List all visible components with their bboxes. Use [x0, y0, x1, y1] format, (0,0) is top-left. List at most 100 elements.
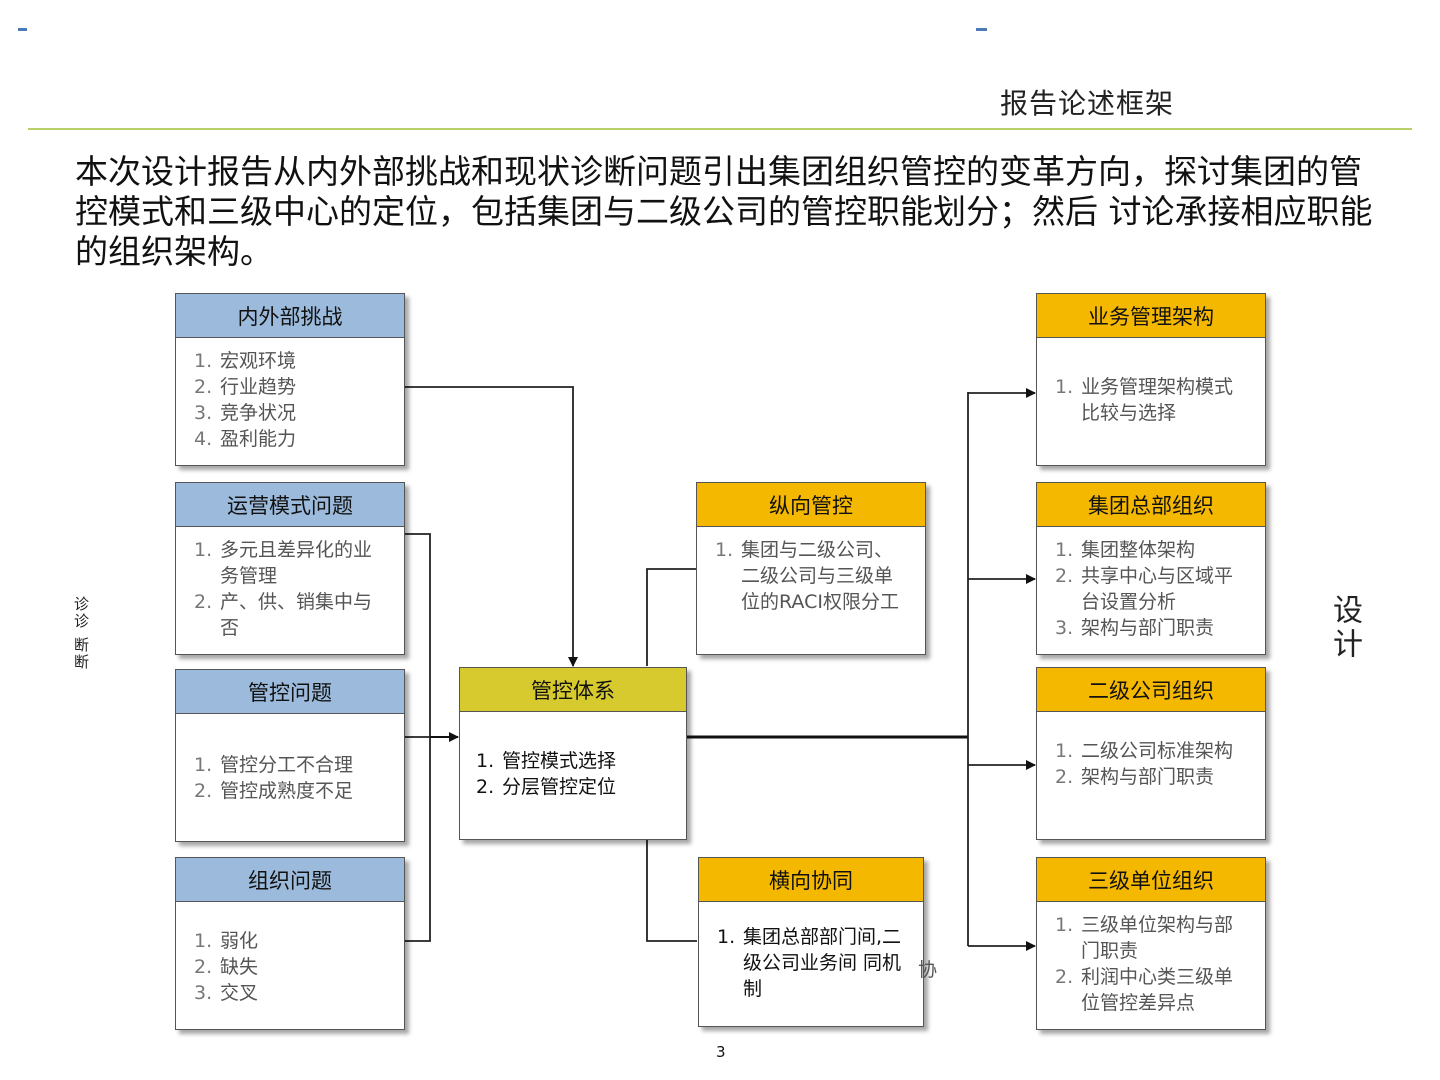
side-label-design: 设计: [1327, 594, 1362, 662]
item-list: 1. 管控模式选择 2. 分层管控定位: [476, 748, 670, 800]
box-org-issues-body: 1. 弱化 2. 缺失 3. 交叉: [176, 902, 404, 1006]
list-item-text: 缺失: [220, 956, 259, 978]
list-item: 4.盈利能力: [194, 426, 388, 452]
list-item: 1. 管控模式选择: [476, 748, 670, 774]
box-biz-arch-title: 业务管理架构: [1037, 294, 1265, 338]
box-hq-org-title: 集团总部组织: [1037, 483, 1265, 527]
page-number: 3: [716, 1043, 726, 1061]
list-item-text: 集团整体架构: [1081, 539, 1196, 561]
list-item-number: 1.: [1055, 376, 1074, 398]
list-item: 1. 弱化: [194, 928, 388, 954]
list-item-number: 1.: [476, 750, 495, 772]
list-item-number: 2.: [194, 376, 213, 398]
box-control-issues-body: 1. 管控分工不合理 2. 管控成熟度不足: [176, 714, 404, 804]
list-item-text: 管控分工不合理: [220, 754, 354, 776]
box-control-system-body: 1. 管控模式选择 2. 分层管控定位: [460, 712, 686, 800]
list-item: 1. 集团与二级公司、二级公司与三级单位的RACI权限分工: [715, 537, 909, 615]
list-item-number: 1.: [194, 930, 213, 952]
list-item-number: 4.: [194, 428, 213, 450]
item-list: 1. 集团与二级公司、二级公司与三级单位的RACI权限分工: [715, 537, 909, 615]
box-control-system-title: 管控体系: [460, 668, 686, 712]
list-item-text: 共享中心与区域平台设置分析: [1081, 565, 1234, 613]
list-item: 1.宏观环境: [194, 348, 388, 374]
connector-challenges-to-control: [404, 386, 578, 667]
list-item-text: 架构与部门职责: [1081, 766, 1215, 788]
list-item: 3.竞争状况: [194, 400, 388, 426]
list-item: 3. 交叉: [194, 980, 388, 1006]
box-horizontal-body: 1.集团总部部门间,二级公司业务间 同机制: [699, 902, 923, 1002]
list-item: 2.产、供、销集中与否: [194, 589, 388, 641]
box-vertical-body: 1. 集团与二级公司、二级公司与三级单位的RACI权限分工: [697, 527, 925, 615]
list-item: 1. 多元且差异化的业务管理: [194, 537, 388, 589]
box-sub-org: 二级公司组织 1. 二级公司标准架构 2. 架构与部门职责: [1036, 667, 1266, 840]
list-item-text: 管控模式选择: [502, 750, 617, 772]
list-item-text: 二级公司标准架构: [1081, 740, 1234, 762]
list-item-text: 架构与部门职责: [1081, 617, 1215, 639]
list-item-text: 多元且差异化的业务管理: [220, 539, 373, 587]
connector-control-to-vertical: [646, 568, 697, 666]
box-org-issues-title: 组织问题: [176, 858, 404, 902]
box-challenges-title: 内外部挑战: [176, 294, 404, 338]
title-divider: [28, 128, 1412, 130]
list-item-text: 交叉: [220, 982, 259, 1004]
item-list: 1. 二级公司标准架构 2. 架构与部门职责: [1055, 738, 1249, 790]
list-item-number: 1.: [194, 754, 213, 776]
list-item-number: 2.: [194, 956, 213, 978]
list-item: 1. 三级单位架构与部门职责: [1055, 912, 1249, 964]
box-biz-arch: 业务管理架构 1.业务管理架构模式比较与选择: [1036, 293, 1266, 466]
list-item-text: 宏观环境: [220, 350, 297, 372]
item-list: 1.业务管理架构模式比较与选择: [1055, 374, 1249, 426]
list-item: 2. 架构与部门职责: [1055, 764, 1249, 790]
list-item-text: 分层管控定位: [502, 776, 617, 798]
list-item-number: 1.: [1055, 914, 1074, 936]
list-item-text: 竞争状况: [220, 402, 297, 424]
list-item: 1.业务管理架构模式比较与选择: [1055, 374, 1249, 426]
list-item-number: 1.: [194, 539, 213, 561]
box-sub-org-body: 1. 二级公司标准架构 2. 架构与部门职责: [1037, 712, 1265, 790]
list-item-number: 1.: [715, 539, 734, 561]
list-item: 1.集团总部部门间,二级公司业务间 同机制: [717, 924, 907, 1002]
list-item-number: 2.: [194, 591, 213, 613]
connector-control-to-horizontal: [646, 840, 697, 942]
list-item: 3. 架构与部门职责: [1055, 615, 1249, 641]
list-item-text: 弱化: [220, 930, 259, 952]
page-title: 报告论述框架: [1000, 87, 1175, 120]
box-vertical-title: 纵向管控: [697, 483, 925, 527]
list-item: 2. 管控成熟度不足: [194, 778, 388, 804]
list-item-number: 3.: [194, 982, 213, 1004]
list-item-text: 三级单位架构与部门职责: [1081, 914, 1234, 962]
list-item-number: 2.: [1055, 766, 1074, 788]
list-item-number: 2.: [476, 776, 495, 798]
intro-paragraph: 本次设计报告从内外部挑战和现状诊断问题引出集团组织管控的变革方向，探讨集团的管控…: [75, 152, 1373, 271]
list-item-text: 行业趋势: [220, 376, 297, 398]
list-item: 2. 行业趋势: [194, 374, 388, 400]
list-item: 2. 分层管控定位: [476, 774, 670, 800]
box-vertical: 纵向管控 1. 集团与二级公司、二级公司与三级单位的RACI权限分工: [696, 482, 926, 655]
list-item-text: 集团总部部门间,二级公司业务间 同机制: [743, 926, 902, 1000]
box-control-issues-title: 管控问题: [176, 670, 404, 714]
list-item-number: 2.: [1055, 966, 1074, 988]
list-item-number: 1.: [1055, 740, 1074, 762]
box-control-system: 管控体系 1. 管控模式选择 2. 分层管控定位: [459, 667, 687, 840]
list-item-number: 2.: [1055, 565, 1074, 587]
list-item: 1.集团整体架构: [1055, 537, 1249, 563]
list-item: 1. 二级公司标准架构: [1055, 738, 1249, 764]
item-list: 1.集团总部部门间,二级公司业务间 同机制: [717, 924, 907, 1002]
box-sub-org-title: 二级公司组织: [1037, 668, 1265, 712]
corner-mark-right: [976, 28, 987, 31]
list-item-text: 管控成熟度不足: [220, 780, 354, 802]
list-item-number: 2.: [194, 780, 213, 802]
list-item: 2.利润中心类三级单位管控差异点: [1055, 964, 1249, 1016]
list-item-text: 集团与二级公司、二级公司与三级单位的RACI权限分工: [741, 539, 899, 613]
list-item-number: 3.: [1055, 617, 1074, 639]
box-unit-org-title: 三级单位组织: [1037, 858, 1265, 902]
